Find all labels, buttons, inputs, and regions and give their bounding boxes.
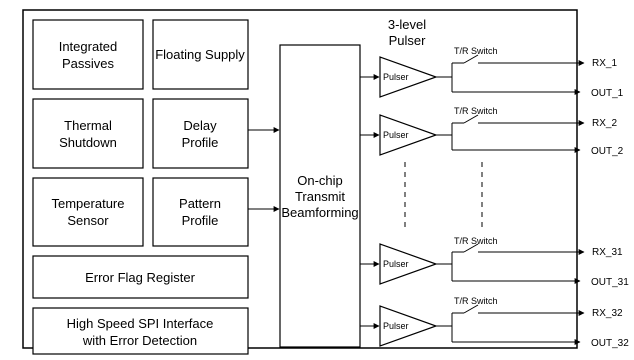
svg-text:T/R Switch: T/R Switch	[454, 106, 498, 116]
svg-text:with Error Detection: with Error Detection	[82, 333, 197, 348]
svg-text:Delay: Delay	[183, 118, 217, 133]
svg-text:Profile: Profile	[182, 135, 219, 150]
channel-2: Pulser T/R Switch RX_2 OUT_2	[360, 106, 624, 157]
svg-text:Beamforming: Beamforming	[281, 205, 358, 220]
svg-text:Pattern: Pattern	[179, 196, 221, 211]
block-delay-profile: Delay Profile	[152, 98, 249, 169]
channel-32: Pulser T/R Switch RX_32 OUT_32	[360, 296, 629, 349]
pulser-amplifier-icon	[379, 305, 438, 347]
svg-text:On-chip: On-chip	[297, 173, 343, 188]
pulser-header-line1: 3-level	[388, 17, 426, 32]
svg-text:Passives: Passives	[62, 56, 115, 71]
block-pattern-profile: Pattern Profile	[152, 177, 249, 247]
block-thermal-shutdown: Thermal Shutdown	[32, 98, 144, 169]
svg-text:Pulser: Pulser	[383, 321, 409, 331]
block-beamforming: On-chip Transmit Beamforming	[279, 44, 361, 348]
tr-switch-icon	[463, 54, 479, 64]
svg-text:Error Flag Register: Error Flag Register	[85, 270, 195, 285]
pulser-amplifier-icon	[379, 243, 438, 285]
channel-1: Pulser T/R Switch RX_1 OUT_1	[360, 46, 624, 99]
block-integrated-passives: Integrated Passives	[32, 19, 144, 90]
block-error-flag-register: Error Flag Register	[32, 255, 249, 299]
svg-text:RX_32: RX_32	[592, 308, 623, 319]
svg-text:Profile: Profile	[182, 213, 219, 228]
tr-switch-icon	[463, 243, 479, 253]
svg-text:T/R Switch: T/R Switch	[454, 46, 498, 56]
svg-text:OUT_32: OUT_32	[591, 338, 629, 349]
tr-switch-icon	[463, 304, 479, 314]
pulser-amplifier-icon	[379, 56, 438, 98]
svg-text:OUT_2: OUT_2	[591, 146, 624, 157]
svg-text:Sensor: Sensor	[67, 213, 109, 228]
channel-31: Pulser T/R Switch RX_31 OUT_31	[360, 236, 629, 288]
svg-text:Thermal: Thermal	[64, 118, 112, 133]
pulser-amplifier-icon	[379, 114, 438, 156]
svg-text:Pulser: Pulser	[383, 130, 409, 140]
svg-text:RX_1: RX_1	[592, 58, 617, 69]
svg-text:Transmit: Transmit	[295, 189, 345, 204]
svg-text:OUT_1: OUT_1	[591, 88, 624, 99]
svg-text:Pulser: Pulser	[383, 72, 409, 82]
block-floating-supply: Floating Supply	[152, 19, 249, 90]
svg-text:High Speed SPI Interface: High Speed SPI Interface	[67, 316, 214, 331]
svg-text:Integrated: Integrated	[59, 39, 118, 54]
svg-text:Pulser: Pulser	[383, 259, 409, 269]
svg-text:Temperature: Temperature	[52, 196, 125, 211]
svg-text:Shutdown: Shutdown	[59, 135, 117, 150]
svg-text:T/R Switch: T/R Switch	[454, 236, 498, 246]
block-spi-interface: High Speed SPI Interface with Error Dete…	[32, 307, 249, 355]
svg-text:Floating Supply: Floating Supply	[155, 47, 245, 62]
chip-boundary	[22, 9, 578, 349]
svg-text:RX_2: RX_2	[592, 118, 617, 129]
svg-text:T/R Switch: T/R Switch	[454, 296, 498, 306]
pulser-header-line2: Pulser	[389, 33, 427, 48]
block-temperature-sensor: Temperature Sensor	[32, 177, 144, 247]
tr-switch-icon	[463, 114, 479, 124]
svg-text:RX_31: RX_31	[592, 247, 623, 258]
svg-text:OUT_31: OUT_31	[591, 277, 629, 288]
